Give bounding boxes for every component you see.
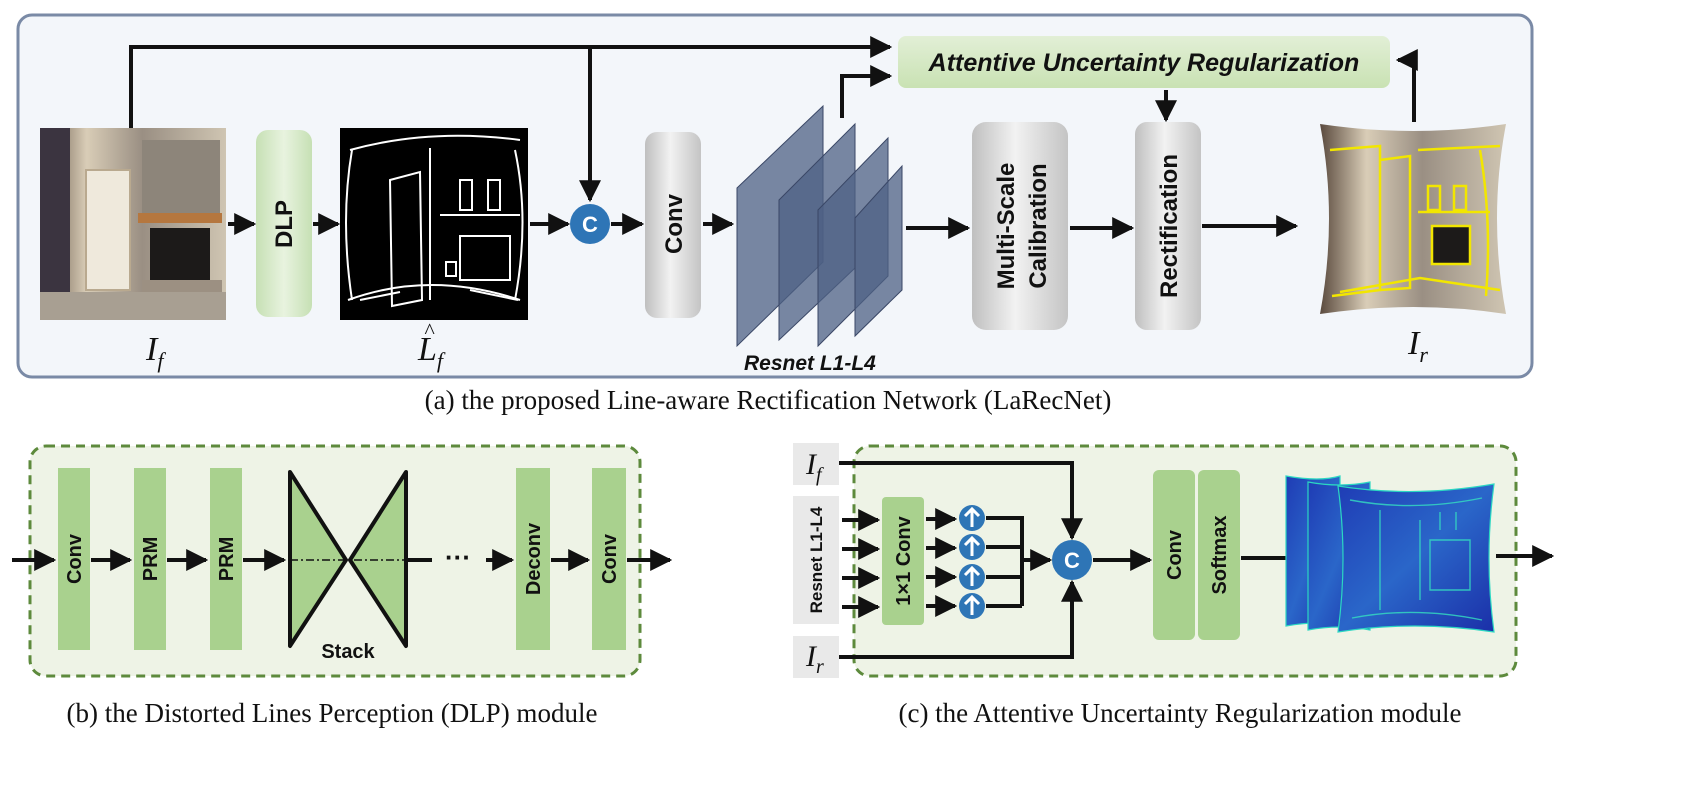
concat-label-a: C	[582, 212, 598, 237]
c-conv1x1-label: 1×1 Conv	[893, 515, 915, 605]
c-conv-block	[1153, 470, 1195, 640]
output-symbol: Ir	[1407, 325, 1428, 367]
panel-b: Conv PRM PRM Stack ··· Deconv Conv	[12, 444, 673, 678]
upsample-icon-2	[959, 534, 985, 560]
msc-label-line1: Multi-Scale	[993, 163, 1020, 290]
attention-maps	[1285, 475, 1495, 633]
panel-c: If Resnet L1-L4 Ir 1×1 Conv	[793, 443, 1555, 678]
caption-c: (c) the Attentive Uncertainty Regulariza…	[898, 698, 1461, 728]
b-prm-block-2	[210, 468, 242, 650]
output-to-aur-arrow	[1395, 49, 1418, 122]
rectification-label: Rectification	[1156, 154, 1183, 298]
c-ir-symbol: Ir	[805, 640, 824, 678]
b-prm-label-1: PRM	[140, 537, 162, 581]
stack-label: Stack	[321, 641, 375, 663]
c-if-box	[793, 443, 839, 485]
dlp-block	[256, 130, 312, 317]
upsample-icon-3	[959, 564, 985, 590]
conv-block-a	[645, 132, 701, 318]
output-rectified-image	[1320, 124, 1506, 314]
rectification-block	[1135, 122, 1201, 330]
c-ir-box	[793, 636, 839, 678]
b-deconv-label: Deconv	[523, 522, 545, 595]
resnet-layers	[736, 104, 903, 348]
distorted-line-map	[340, 128, 528, 320]
c-softmax-label: Softmax	[1209, 516, 1231, 595]
hourglass-stack	[288, 470, 408, 648]
caption-b: (b) the Distorted Lines Perception (DLP)…	[67, 698, 598, 728]
c-softmax-block	[1198, 470, 1240, 640]
c-if-symbol: If	[805, 448, 824, 486]
b-conv-label-2: Conv	[599, 533, 621, 584]
b-conv-label-1: Conv	[64, 533, 86, 584]
c-if-to-concat-arrow	[839, 461, 1083, 541]
b-conv-block-2	[592, 468, 626, 650]
c-resnet-box	[793, 496, 839, 624]
skip-arrow-input-to-aur	[129, 36, 893, 128]
resnet-label: Resnet L1-L4	[744, 352, 876, 375]
msc-label-line2: Calibration	[1025, 163, 1052, 288]
c-ir-to-concat-arrow	[839, 579, 1083, 659]
b-ellipsis: ···	[445, 542, 471, 572]
aur-box	[898, 36, 1390, 88]
conv-label-a: Conv	[661, 193, 688, 254]
line-map-symbol: Lf	[417, 331, 446, 373]
c-conv-label: Conv	[1164, 529, 1186, 580]
b-prm-block-1	[134, 468, 166, 650]
input-distorted-image	[40, 128, 226, 320]
caption-a: (a) the proposed Line-aware Rectificatio…	[425, 385, 1112, 415]
concat-label-c: C	[1064, 548, 1080, 573]
resnet-to-aur-arrow	[840, 65, 893, 118]
concat-circle-c	[1052, 540, 1092, 580]
c-resnet-label: Resnet L1-L4	[807, 506, 826, 613]
multi-scale-calibration-block	[972, 122, 1068, 330]
c-merge-lines	[986, 516, 1048, 608]
line-map-hat: ^	[424, 318, 435, 343]
aur-label: Attentive Uncertainty Regularization	[928, 49, 1360, 77]
dlp-label: DLP	[271, 200, 298, 248]
b-conv-block-1	[58, 468, 90, 650]
upsample-icon-1	[959, 505, 985, 531]
b-prm-label-2: PRM	[216, 537, 238, 581]
concat-circle-a	[570, 204, 610, 244]
panel-a: Attentive Uncertainty Regularization If …	[16, 13, 1534, 379]
upsample-icon-4	[959, 593, 985, 619]
c-conv1x1-block	[882, 497, 924, 625]
input-symbol: If	[145, 331, 166, 373]
b-deconv-block	[516, 468, 550, 650]
